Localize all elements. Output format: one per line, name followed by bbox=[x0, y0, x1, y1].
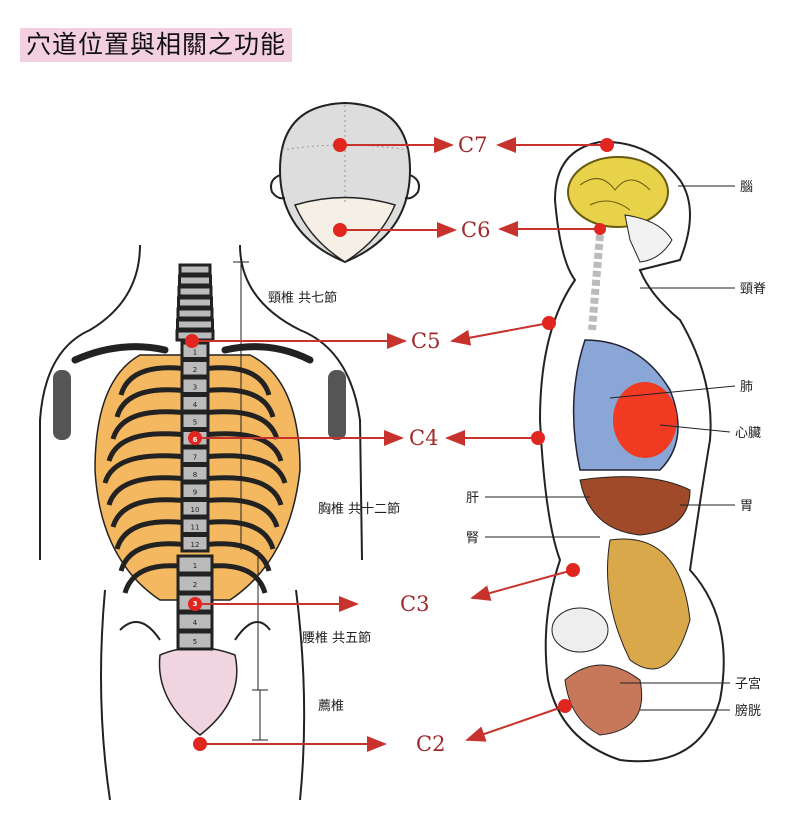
lumbar-vertebra bbox=[176, 573, 214, 594]
rib bbox=[106, 475, 196, 506]
label-lung: 肺 bbox=[740, 380, 753, 395]
rib bbox=[102, 453, 196, 484]
rib bbox=[110, 497, 196, 528]
label-lumbar: 腰椎 共五節 bbox=[302, 631, 371, 646]
point-label-c4: C4 bbox=[409, 426, 438, 450]
cervical-vertebra bbox=[176, 318, 214, 331]
thoracic-vertebra bbox=[180, 464, 210, 483]
rib bbox=[110, 409, 196, 440]
label-bladder: 膀胱 bbox=[735, 703, 761, 719]
label-stomach: 胃 bbox=[740, 499, 753, 514]
thoracic-vertebra bbox=[180, 359, 210, 378]
point-label-c5: C5 bbox=[411, 329, 440, 353]
thoracic-vertebra-number: 11 bbox=[191, 523, 200, 531]
label-heart: 心臟 bbox=[735, 426, 761, 441]
label-thoracic: 胸椎 共十二節 bbox=[318, 502, 400, 517]
page-title: 穴道位置與相關之功能 bbox=[20, 28, 293, 62]
label-neck-spine: 頸脊 bbox=[740, 282, 766, 297]
thoracic-vertebra-number: 12 bbox=[191, 541, 200, 549]
thoracic-vertebra bbox=[180, 446, 210, 465]
head-top-view bbox=[270, 101, 420, 264]
point-label-c3: C3 bbox=[400, 592, 429, 616]
thoracic-vertebra bbox=[180, 516, 210, 535]
thoracic-vertebra-number: 10 bbox=[191, 506, 200, 514]
lumbar-vertebra-number: 4 bbox=[193, 619, 198, 627]
thoracic-vertebra bbox=[180, 481, 210, 500]
dot-c3-side bbox=[566, 563, 580, 577]
thoracic-vertebra-number: 3 bbox=[193, 383, 197, 391]
lumbar-vertebra bbox=[176, 630, 214, 651]
dot-c7-side bbox=[600, 138, 614, 152]
dot-c4-side bbox=[531, 431, 545, 445]
cervical-vertebra bbox=[176, 307, 214, 320]
rib bbox=[106, 431, 196, 462]
thoracic-vertebra-number: 7 bbox=[193, 453, 197, 461]
thoracic-vertebra-number: 4 bbox=[193, 401, 198, 409]
dot-c2-back bbox=[193, 737, 207, 751]
thoracic-vertebra bbox=[180, 411, 210, 430]
label-kidney: 腎 bbox=[466, 531, 479, 546]
dot-c3-back bbox=[188, 597, 202, 611]
rib bbox=[194, 409, 280, 440]
cervical-vertebra bbox=[177, 285, 213, 298]
dot-c5-side bbox=[542, 316, 556, 330]
point-label-c6: C6 bbox=[461, 218, 490, 242]
thoracic-vertebra-number: 1 bbox=[193, 348, 197, 356]
label-uterus: 子宮 bbox=[735, 676, 761, 692]
thoracic-vertebra bbox=[180, 534, 210, 553]
lumbar-vertebra-number: 1 bbox=[193, 562, 197, 570]
dot-c4-back bbox=[188, 431, 202, 445]
label-liver: 肝 bbox=[466, 491, 479, 506]
cervical-vertebra bbox=[178, 263, 212, 276]
thoracic-vertebra bbox=[180, 376, 210, 395]
rib bbox=[194, 497, 280, 528]
rib bbox=[194, 453, 288, 484]
lumbar-vertebra bbox=[176, 611, 214, 632]
lumbar-vertebra-number: 5 bbox=[193, 638, 197, 646]
cervical-vertebra bbox=[177, 296, 213, 309]
thoracic-vertebra bbox=[180, 499, 210, 518]
label-cervical: 頸椎 共七節 bbox=[268, 291, 337, 306]
dot-c7-head bbox=[333, 138, 347, 152]
rib bbox=[194, 475, 284, 506]
thoracic-vertebra-number: 2 bbox=[193, 366, 197, 374]
arrow-layer bbox=[192, 137, 607, 752]
lumbar-vertebra-number: 3 bbox=[193, 600, 198, 608]
lumbar-vertebra-number: 2 bbox=[193, 581, 197, 589]
thoracic-vertebra-number: 5 bbox=[193, 418, 197, 426]
dot-c5-back bbox=[185, 334, 199, 348]
side-body bbox=[538, 140, 725, 763]
dot-c2-side bbox=[558, 699, 572, 713]
thoracic-vertebra-number: 6 bbox=[193, 436, 198, 444]
thoracic-vertebra bbox=[180, 394, 210, 413]
back-skeleton bbox=[39, 244, 363, 801]
label-sacrum: 薦椎 bbox=[318, 699, 344, 714]
thoracic-vertebra-number: 8 bbox=[193, 471, 197, 479]
dot-c6-head bbox=[333, 223, 347, 237]
point-label-c2: C2 bbox=[416, 732, 445, 756]
lumbar-vertebra bbox=[176, 554, 214, 575]
cervical-vertebra bbox=[178, 274, 212, 287]
dot-c6-side bbox=[594, 223, 606, 235]
thoracic-vertebra-number: 9 bbox=[193, 488, 197, 496]
label-brain: 腦 bbox=[740, 180, 753, 195]
point-label-c7: C7 bbox=[458, 133, 487, 157]
acupoint-dots bbox=[185, 138, 614, 751]
